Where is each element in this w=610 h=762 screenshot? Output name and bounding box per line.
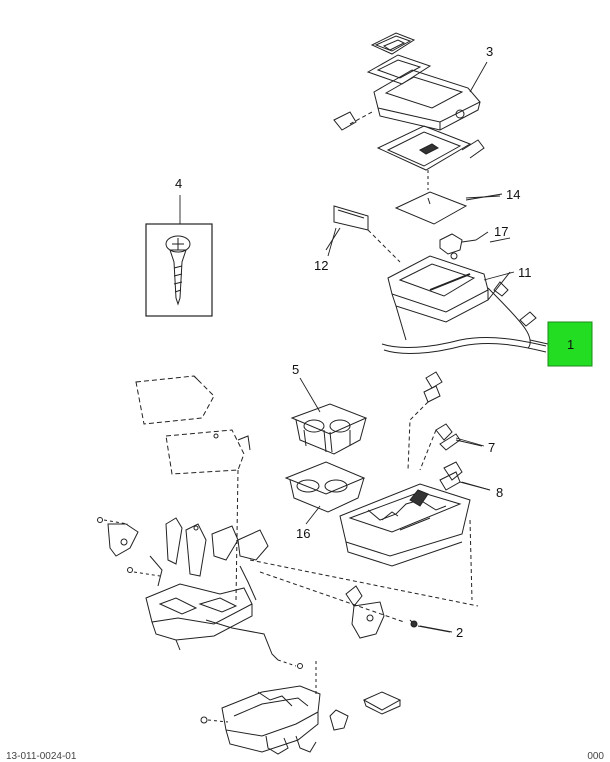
callout-4: 4 — [175, 176, 182, 191]
callout-11: 11 — [518, 265, 532, 280]
clip-part-7 — [419, 423, 483, 471]
connector-part-17 — [439, 231, 489, 260]
callout-7: 7 — [488, 440, 495, 455]
connector-upper — [407, 371, 443, 471]
lower-bracket — [200, 660, 349, 755]
callout-3: 3 — [486, 44, 493, 59]
callout-2: 2 — [456, 625, 463, 640]
callout-14: 14 — [506, 187, 520, 202]
callout-12: 12 — [314, 258, 328, 273]
callout-17: 17 — [494, 224, 508, 239]
cupholder-part-5 — [290, 403, 368, 455]
screw-detail-box — [145, 223, 213, 317]
tray-part-11 — [387, 255, 511, 341]
callout-5: 5 — [292, 362, 299, 377]
cupholder-part-16 — [284, 461, 366, 513]
footer-drawing-code: 13-011-0024-01 — [6, 751, 77, 762]
frame-assembly — [127, 517, 479, 669]
switch-part-8 — [439, 461, 491, 491]
console-lid-assembly — [333, 32, 485, 190]
footer-page-code: 000 — [587, 751, 604, 762]
leader-lines — [179, 61, 549, 633]
callout-16: 16 — [296, 526, 310, 541]
clip-part-12 — [325, 205, 401, 263]
callout-1: 1 — [567, 337, 574, 352]
callout-8: 8 — [496, 485, 503, 500]
cover-left-lower — [165, 429, 251, 601]
wiring-harness-part-1 — [381, 281, 547, 354]
bracket-right-part-2 — [345, 585, 451, 639]
cover-left-upper — [135, 375, 215, 425]
foam-block — [362, 691, 402, 715]
bracket-left — [97, 517, 139, 557]
callout-1-highlight — [547, 321, 593, 367]
console-base — [339, 483, 473, 601]
